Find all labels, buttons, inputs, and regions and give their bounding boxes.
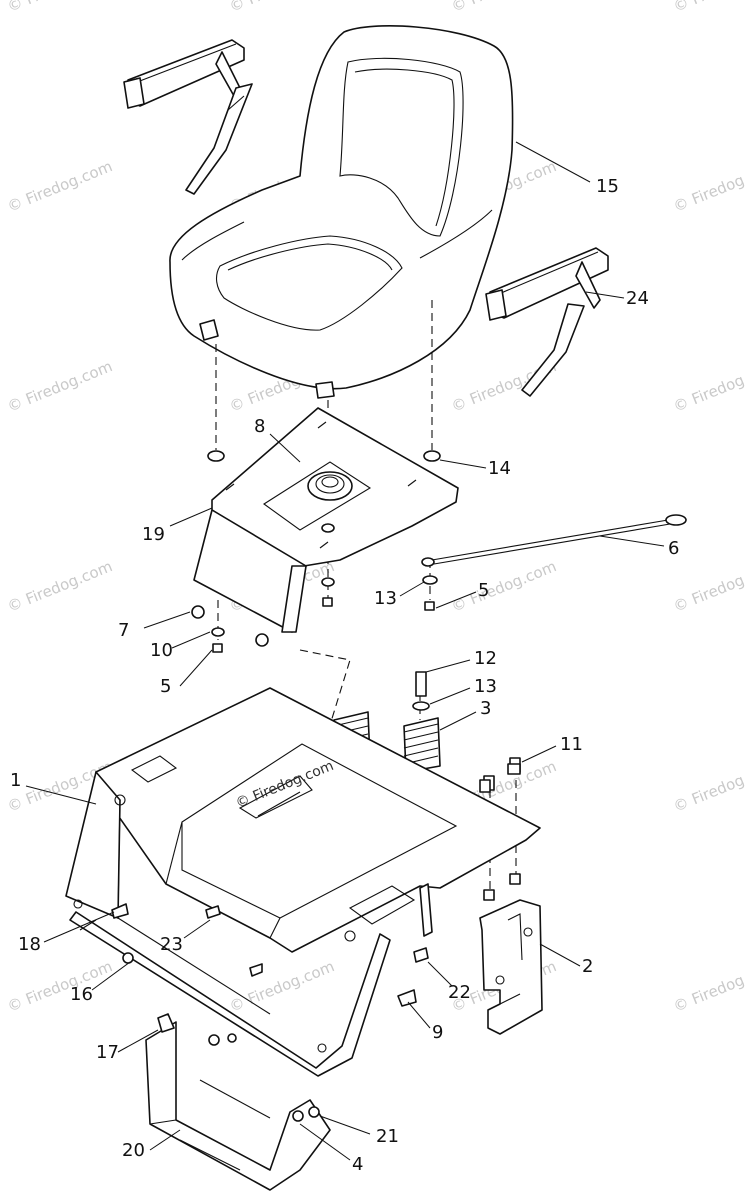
callout-24: 24: [626, 288, 649, 309]
callout-9: 9: [432, 1022, 443, 1043]
watermark-text: © Firedog.com: [5, 357, 115, 415]
watermark-text: © Firedog.com: [449, 557, 559, 615]
callout-7: 7: [118, 620, 129, 641]
callout-3: 3: [480, 698, 491, 719]
hardware-frame: [111, 763, 521, 1007]
watermark-text: © Firedog.com: [671, 957, 746, 1015]
callout-2: 2: [582, 956, 593, 977]
callout-4: 4: [352, 1154, 363, 1175]
callout-13-upper: 13: [374, 588, 397, 609]
callout-5-left: 5: [160, 676, 171, 697]
watermark-text: © Firedog.com: [671, 357, 746, 415]
callout-12: 12: [474, 648, 497, 669]
callout-23: 23: [160, 934, 183, 955]
main-frame: [65, 687, 541, 1077]
watermark-text: © Firedog.com: [5, 557, 115, 615]
watermark-text: © Firedog.com: [227, 0, 337, 16]
callout-14: 14: [488, 458, 511, 479]
seat: [169, 25, 514, 399]
callout-22: 22: [448, 982, 471, 1003]
callout-8: 8: [254, 416, 265, 437]
watermark-text: © Firedog.com: [671, 757, 746, 815]
callout-19: 19: [142, 524, 165, 545]
callout-21: 21: [376, 1126, 399, 1147]
hardware-seat: [191, 450, 441, 653]
callout-10: 10: [150, 640, 173, 661]
watermark-text: © Firedog.com: [671, 0, 746, 16]
callout-13-lower: 13: [474, 676, 497, 697]
armrest-left: [123, 39, 253, 195]
watermark-text: © Firedog.com: [5, 957, 115, 1015]
watermark-text: © Firedog.com: [5, 0, 115, 16]
leader-lines: [25, 141, 665, 1161]
callout-15: 15: [596, 176, 619, 197]
callout-17: 17: [96, 1042, 119, 1063]
callout-16: 16: [70, 984, 93, 1005]
callout-labels: 15 24 8 14 19 6 13 5 7 10 5 12 13 3 11 1…: [10, 176, 679, 1175]
callout-11: 11: [560, 734, 583, 755]
callout-1: 1: [10, 770, 21, 791]
watermark-text: © Firedog.com: [671, 157, 746, 215]
seat-plate: [193, 407, 459, 633]
armrest-right: [485, 247, 609, 397]
callout-6: 6: [668, 538, 679, 559]
callout-18: 18: [18, 934, 41, 955]
watermark-text: © Firedog.com: [449, 0, 559, 16]
callout-20: 20: [122, 1140, 145, 1161]
callout-5-right: 5: [478, 580, 489, 601]
rear-bracket: [145, 1013, 331, 1191]
watermark-text: © Firedog.com: [5, 157, 115, 215]
side-bracket: [479, 899, 543, 1035]
watermark-text: © Firedog.com: [671, 557, 746, 615]
seat-cable: [421, 514, 687, 567]
watermark-text: © Firedog.com: [227, 957, 337, 1015]
